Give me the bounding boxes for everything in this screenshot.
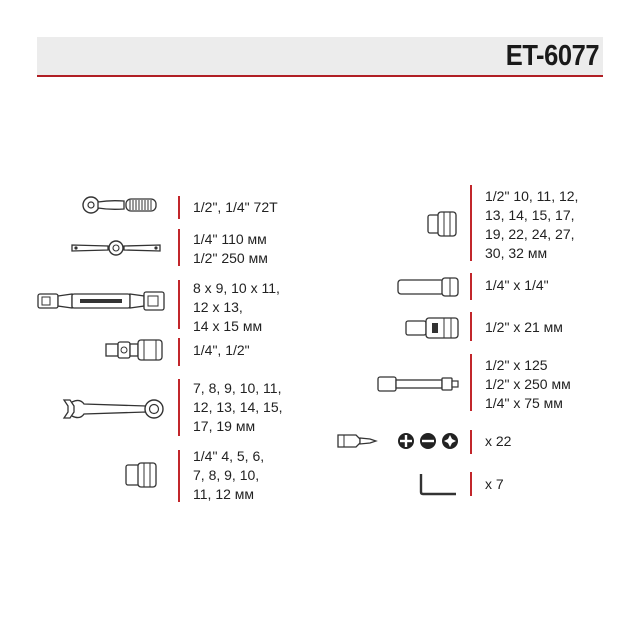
- spec-line: 11, 12 мм: [193, 486, 255, 502]
- spec-line: x 22: [485, 433, 512, 449]
- spec-line: 12, 13, 14, 15,: [193, 399, 283, 415]
- socket-spec: 1/2" 10, 11, 12, 13, 14, 15, 17, 19, 22,…: [485, 187, 578, 263]
- model-number: ET-6077: [505, 40, 600, 72]
- spec-line: 1/2" x 21 мм: [485, 319, 563, 335]
- spec-line: 8 x 9, 10 x 11,: [193, 280, 280, 296]
- small-socket-icon: [125, 462, 157, 488]
- hex-key-spec: x 7: [485, 475, 504, 494]
- separator-bar: [178, 196, 180, 219]
- combination-wrench-icon: [62, 399, 164, 419]
- spec-line: 14 x 15 мм: [193, 318, 263, 334]
- separator-bar: [178, 338, 180, 366]
- flex-wrench-spec: 8 x 9, 10 x 11, 12 x 13, 14 x 15 мм: [193, 279, 280, 336]
- extension-bar-icon: [377, 376, 459, 392]
- spec-line: 1/4" x 75 мм: [485, 395, 563, 411]
- spec-line: x 7: [485, 476, 504, 492]
- spec-line: 17, 19 мм: [193, 418, 256, 434]
- combination-wrench-spec: 7, 8, 9, 10, 11, 12, 13, 14, 15, 17, 19 …: [193, 379, 283, 436]
- spark-plug-socket-spec: 1/2" x 21 мм: [485, 318, 563, 337]
- separator-bar: [178, 450, 180, 502]
- deep-socket-icon: [397, 277, 459, 297]
- ratchet-icon: [82, 196, 157, 214]
- universal-joint-spec: 1/4", 1/2": [193, 341, 250, 360]
- spec-line: 1/4", 1/2": [193, 342, 250, 358]
- separator-bar: [470, 185, 472, 261]
- spec-line: 1/4" 4, 5, 6,: [193, 448, 265, 464]
- t-bar-handle-icon: [71, 240, 161, 256]
- spec-line: 7, 8, 9, 10, 11,: [193, 380, 282, 396]
- screwdriver-bits-spec: x 22: [485, 432, 511, 451]
- phillips-bit-icon: [398, 433, 414, 449]
- spec-line: 13, 14, 15, 17,: [485, 207, 575, 223]
- separator-bar: [178, 379, 180, 436]
- flex-socket-wrench-icon: [37, 291, 165, 311]
- deep-socket-spec: 1/4" x 1/4": [485, 276, 549, 295]
- small-socket-spec: 1/4" 4, 5, 6, 7, 8, 9, 10, 11, 12 мм: [193, 447, 264, 504]
- torx-bit-icon: [442, 433, 458, 449]
- separator-bar: [470, 354, 472, 411]
- slotted-bit-icon: [420, 433, 436, 449]
- spec-line: 1/2" x 125: [485, 357, 548, 373]
- spark-plug-socket-icon: [405, 317, 459, 339]
- spec-line: 1/2" x 250 мм: [485, 376, 571, 392]
- separator-bar: [470, 312, 472, 341]
- spec-line: 19, 22, 24, 27,: [485, 226, 575, 242]
- socket-icon: [427, 211, 457, 237]
- spec-line: 1/2" 250 мм: [193, 250, 268, 266]
- extension-bar-spec: 1/2" x 125 1/2" x 250 мм 1/4" x 75 мм: [485, 356, 571, 413]
- screwdriver-bits-icon: [337, 433, 458, 449]
- separator-bar: [470, 430, 472, 454]
- spec-line: 1/2", 1/4" 72T: [193, 199, 278, 215]
- spec-line: 30, 32 мм: [485, 245, 548, 261]
- separator-bar: [470, 273, 472, 300]
- hex-key-icon: [419, 474, 456, 496]
- header-banner: ET-6077: [37, 37, 603, 77]
- spec-line: 1/4" x 1/4": [485, 277, 549, 293]
- separator-bar: [470, 472, 472, 496]
- spec-line: 7, 8, 9, 10,: [193, 467, 260, 483]
- spec-line: 1/4" 110 мм: [193, 231, 267, 247]
- separator-bar: [178, 280, 180, 329]
- spec-line: 12 x 13,: [193, 299, 243, 315]
- ratchet-spec: 1/2", 1/4" 72T: [193, 198, 278, 217]
- spec-line: 1/2" 10, 11, 12,: [485, 188, 579, 204]
- separator-bar: [178, 229, 180, 266]
- universal-joint-icon: [105, 339, 163, 361]
- t-bar-spec: 1/4" 110 мм 1/2" 250 мм: [193, 230, 268, 268]
